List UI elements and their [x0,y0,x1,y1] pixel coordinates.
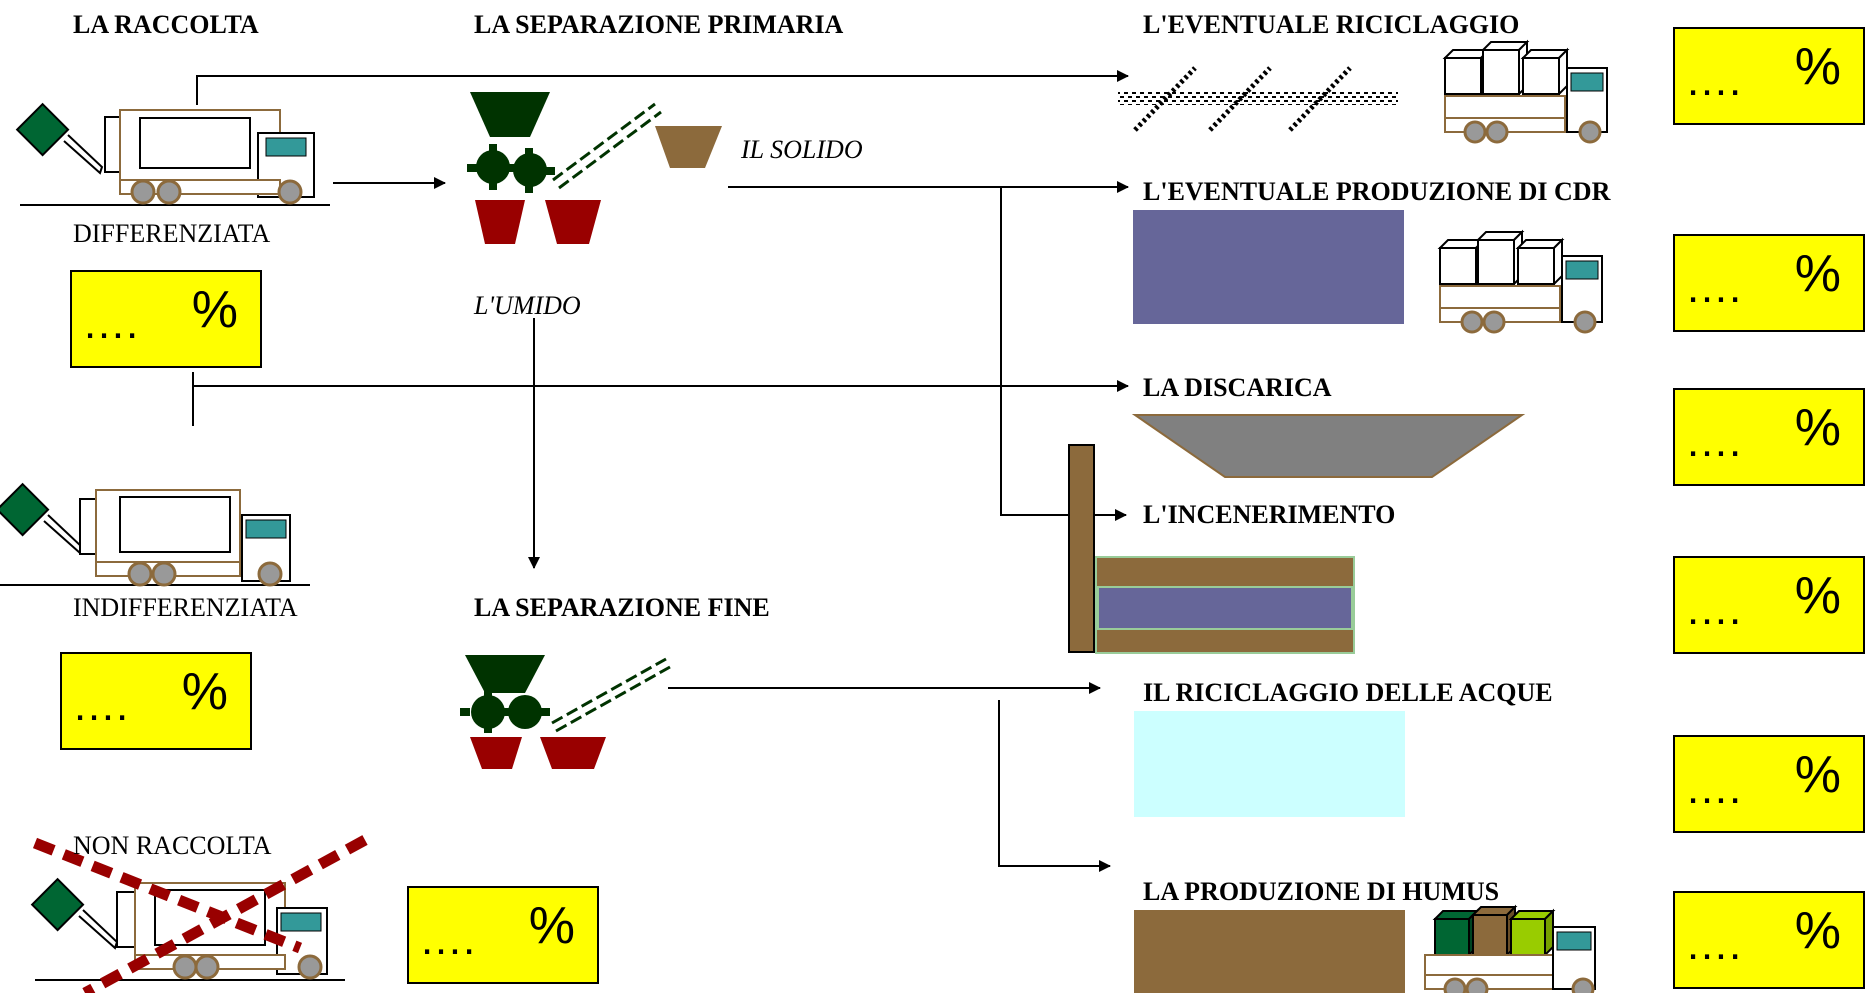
label-solido: IL SOLIDO [741,135,863,164]
header-cdr: L'EVENTUALE PRODUZIONE DI CDR [1143,177,1611,206]
box-truck-riciclaggio [1442,39,1608,144]
percent-sign: % [1794,902,1841,960]
percent-sign: % [1794,399,1841,457]
cross-out-icon [32,835,368,993]
percent-sign: % [1794,567,1841,625]
percent-sign: % [191,281,238,339]
percent-box-cdr[interactable]: …. % [1673,234,1865,332]
percent-dots: …. [1685,585,1742,634]
percent-box-acque[interactable]: …. % [1673,735,1865,833]
percent-box-humus[interactable]: …. % [1673,891,1865,989]
label-non-raccolta: NON RACCOLTA [73,831,272,860]
label-umido: L'UMIDO [474,291,581,320]
discarica-pit-icon [1131,414,1526,478]
header-incenerimento: L'INCENERIMENTO [1143,500,1396,529]
percent-sign: % [1794,245,1841,303]
cdr-block [1133,210,1404,324]
recycling-belt-icon [1118,66,1398,132]
percent-sign: % [181,663,228,721]
solido-hopper-icon [655,126,722,168]
percent-dots: …. [419,915,476,964]
percent-box-discarica[interactable]: …. % [1673,388,1865,486]
header-acque: IL RICICLAGGIO DELLE ACQUE [1143,678,1553,707]
header-humus: LA PRODUZIONE DI HUMUS [1143,877,1500,906]
percent-sign: % [1794,746,1841,804]
separator-primaria [467,92,662,244]
truck-differenziata [15,102,330,206]
percent-box-riciclaggio[interactable]: …. % [1673,27,1865,125]
acque-block [1134,711,1405,817]
percent-dots: …. [1685,263,1742,312]
header-raccolta: LA RACCOLTA [73,10,259,39]
box-truck-humus [1424,904,1596,993]
connector-lines [192,70,1129,872]
header-riciclaggio: L'EVENTUALE RICICLAGGIO [1143,10,1520,39]
percent-dots: …. [1685,920,1742,969]
percent-box-incenerimento[interactable]: …. % [1673,556,1865,654]
percent-dots: …. [72,681,129,730]
humus-block [1134,910,1405,993]
percent-dots: …. [1685,764,1742,813]
percent-sign: % [528,897,575,955]
separator-fine [460,655,671,769]
box-truck-cdr [1437,229,1603,334]
label-differenziata: DIFFERENZIATA [73,219,271,248]
header-separazione-fine: LA SEPARAZIONE FINE [474,593,770,622]
percent-dots: …. [82,299,139,348]
percent-box-indifferenziata[interactable]: …. % [60,652,252,750]
percent-dots: …. [1685,56,1742,105]
percent-box-differenziata[interactable]: …. % [70,270,262,368]
percent-dots: …. [1685,417,1742,466]
truck-indifferenziata [0,482,310,587]
incinerator-icon [1068,444,1355,654]
percent-box-non-raccolta[interactable]: …. % [407,886,599,984]
header-discarica: LA DISCARICA [1143,373,1332,402]
label-indifferenziata: INDIFFERENZIATA [73,593,298,622]
header-separazione-primaria: LA SEPARAZIONE PRIMARIA [474,10,844,39]
truck-non-raccolta [30,877,345,981]
percent-sign: % [1794,38,1841,96]
